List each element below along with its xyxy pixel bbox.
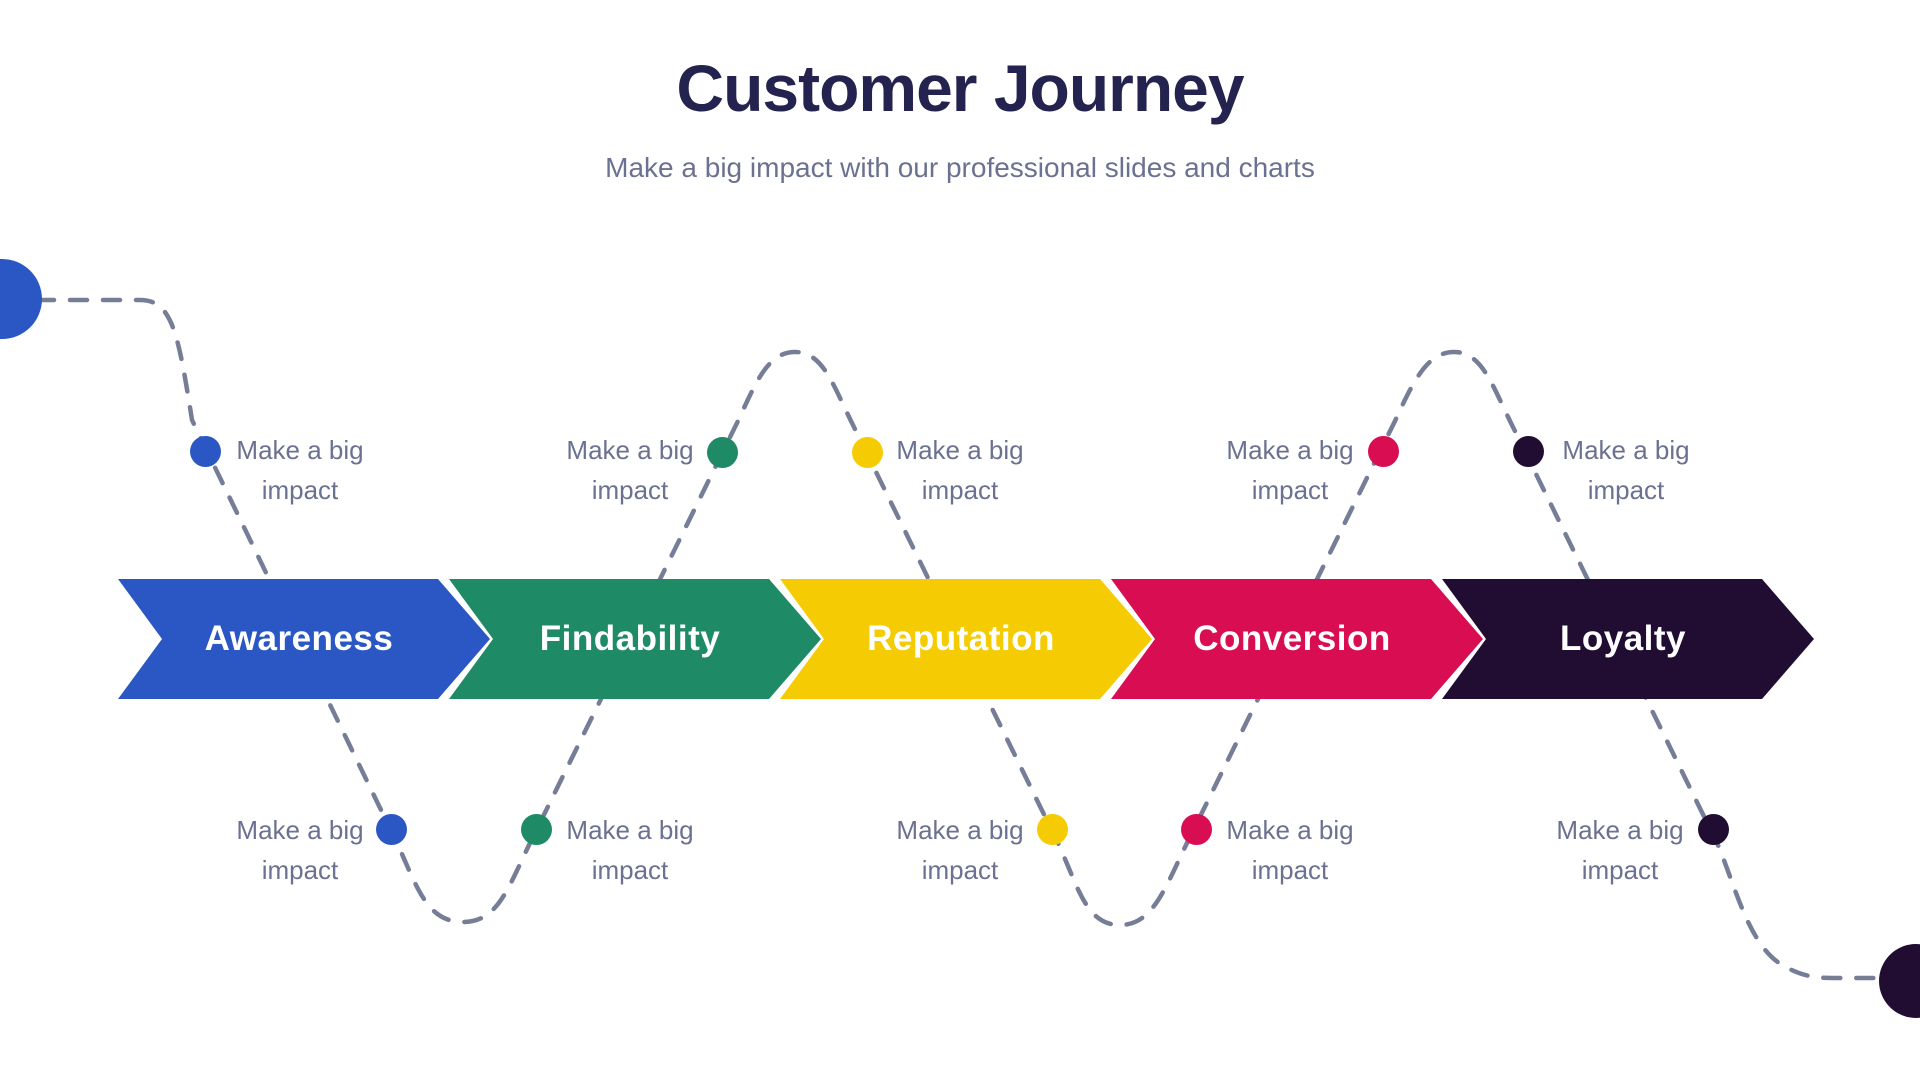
milestone-label-awareness-bottom: Make a big impact xyxy=(236,815,364,885)
stage-arrow-reputation: Reputation xyxy=(780,579,1152,699)
milestone-label-findability-top: Make a big impact xyxy=(566,435,694,505)
milestone-dot-conversion-bottom xyxy=(1181,814,1212,845)
stage-label-findability: Findability xyxy=(539,619,721,658)
milestone-dot-awareness-top xyxy=(190,436,221,467)
milestone-label-awareness-top: Make a big impact xyxy=(236,435,364,505)
stage-label-loyalty: Loyalty xyxy=(1559,619,1687,658)
stage-arrow-findability: Findability xyxy=(449,579,821,699)
milestone-dot-conversion-top xyxy=(1368,436,1399,467)
page-title: Customer Journey xyxy=(676,51,1244,125)
page-subtitle: Make a big impact with our professional … xyxy=(605,152,1315,183)
dashed-journey-line xyxy=(1,297,1893,981)
stage-arrow-conversion: Conversion xyxy=(1111,579,1483,699)
milestone-dot-loyalty-bottom xyxy=(1698,814,1729,845)
milestone-label-conversion-bottom: Make a big impact xyxy=(1226,815,1354,885)
stage-label-reputation: Reputation xyxy=(867,619,1055,658)
milestone-dot-reputation-top xyxy=(852,437,883,468)
stage-arrow-awareness: Awareness xyxy=(118,579,490,699)
milestone-dot-reputation-bottom xyxy=(1037,814,1068,845)
milestone-label-reputation-bottom: Make a big impact xyxy=(896,815,1024,885)
milestone-label-loyalty-top: Make a big impact xyxy=(1562,435,1690,505)
milestone-label-conversion-top: Make a big impact xyxy=(1226,435,1354,505)
milestone-label-loyalty-bottom: Make a big impact xyxy=(1556,815,1684,885)
stage-label-conversion: Conversion xyxy=(1193,619,1391,658)
milestone-dot-findability-top xyxy=(707,437,738,468)
milestone-label-reputation-top: Make a big impact xyxy=(896,435,1024,505)
stage-label-awareness: Awareness xyxy=(204,619,394,658)
stage-arrow-loyalty: Loyalty xyxy=(1442,579,1814,699)
milestone-dot-loyalty-top xyxy=(1513,436,1544,467)
milestone-dot-findability-bottom xyxy=(521,814,552,845)
milestone-label-findability-bottom: Make a big impact xyxy=(566,815,694,885)
milestone-dot-awareness-bottom xyxy=(376,814,407,845)
